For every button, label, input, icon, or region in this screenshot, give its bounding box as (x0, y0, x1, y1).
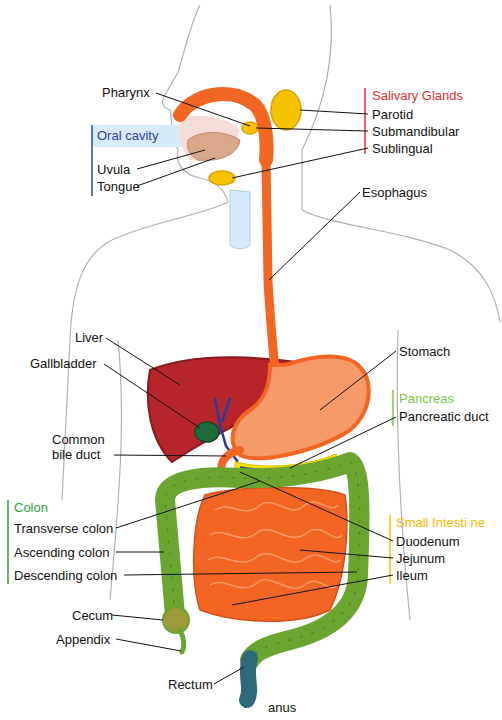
part-label: Pharynx (102, 85, 150, 100)
part-label: Ascending colon (14, 545, 109, 560)
group-heading: Oral cavity (97, 128, 158, 143)
part-label: Submandibular (372, 124, 459, 139)
part-label: Uvula (97, 162, 130, 177)
part-label: Esophagus (362, 185, 427, 200)
part-label: Parotid (372, 107, 413, 122)
part-label: Liver (75, 330, 103, 345)
part-label: Cecum (72, 608, 113, 623)
part-label: Ileum (396, 568, 428, 583)
part-label: Common bile duct (52, 432, 122, 462)
part-label: Duodenum (396, 534, 460, 549)
part-label: Tongue (97, 179, 140, 194)
part-label: Pancreatic duct (399, 409, 489, 424)
part-label: Jejunum (396, 551, 445, 566)
group-heading: Small Intesti ne (396, 515, 485, 530)
group-heading: Salivary Glands (372, 88, 463, 103)
part-label: anus (268, 700, 296, 715)
part-label: Gallbladder (30, 356, 97, 371)
part-label: Appendix (56, 632, 110, 647)
group-heading: Pancreas (399, 391, 454, 406)
group-heading: Colon (14, 500, 48, 515)
part-label: Sublingual (372, 141, 433, 156)
part-label: Transverse colon (14, 521, 113, 536)
part-label: Stomach (399, 344, 450, 359)
part-label: Descending colon (14, 568, 117, 583)
part-label: Rectum (168, 677, 213, 692)
